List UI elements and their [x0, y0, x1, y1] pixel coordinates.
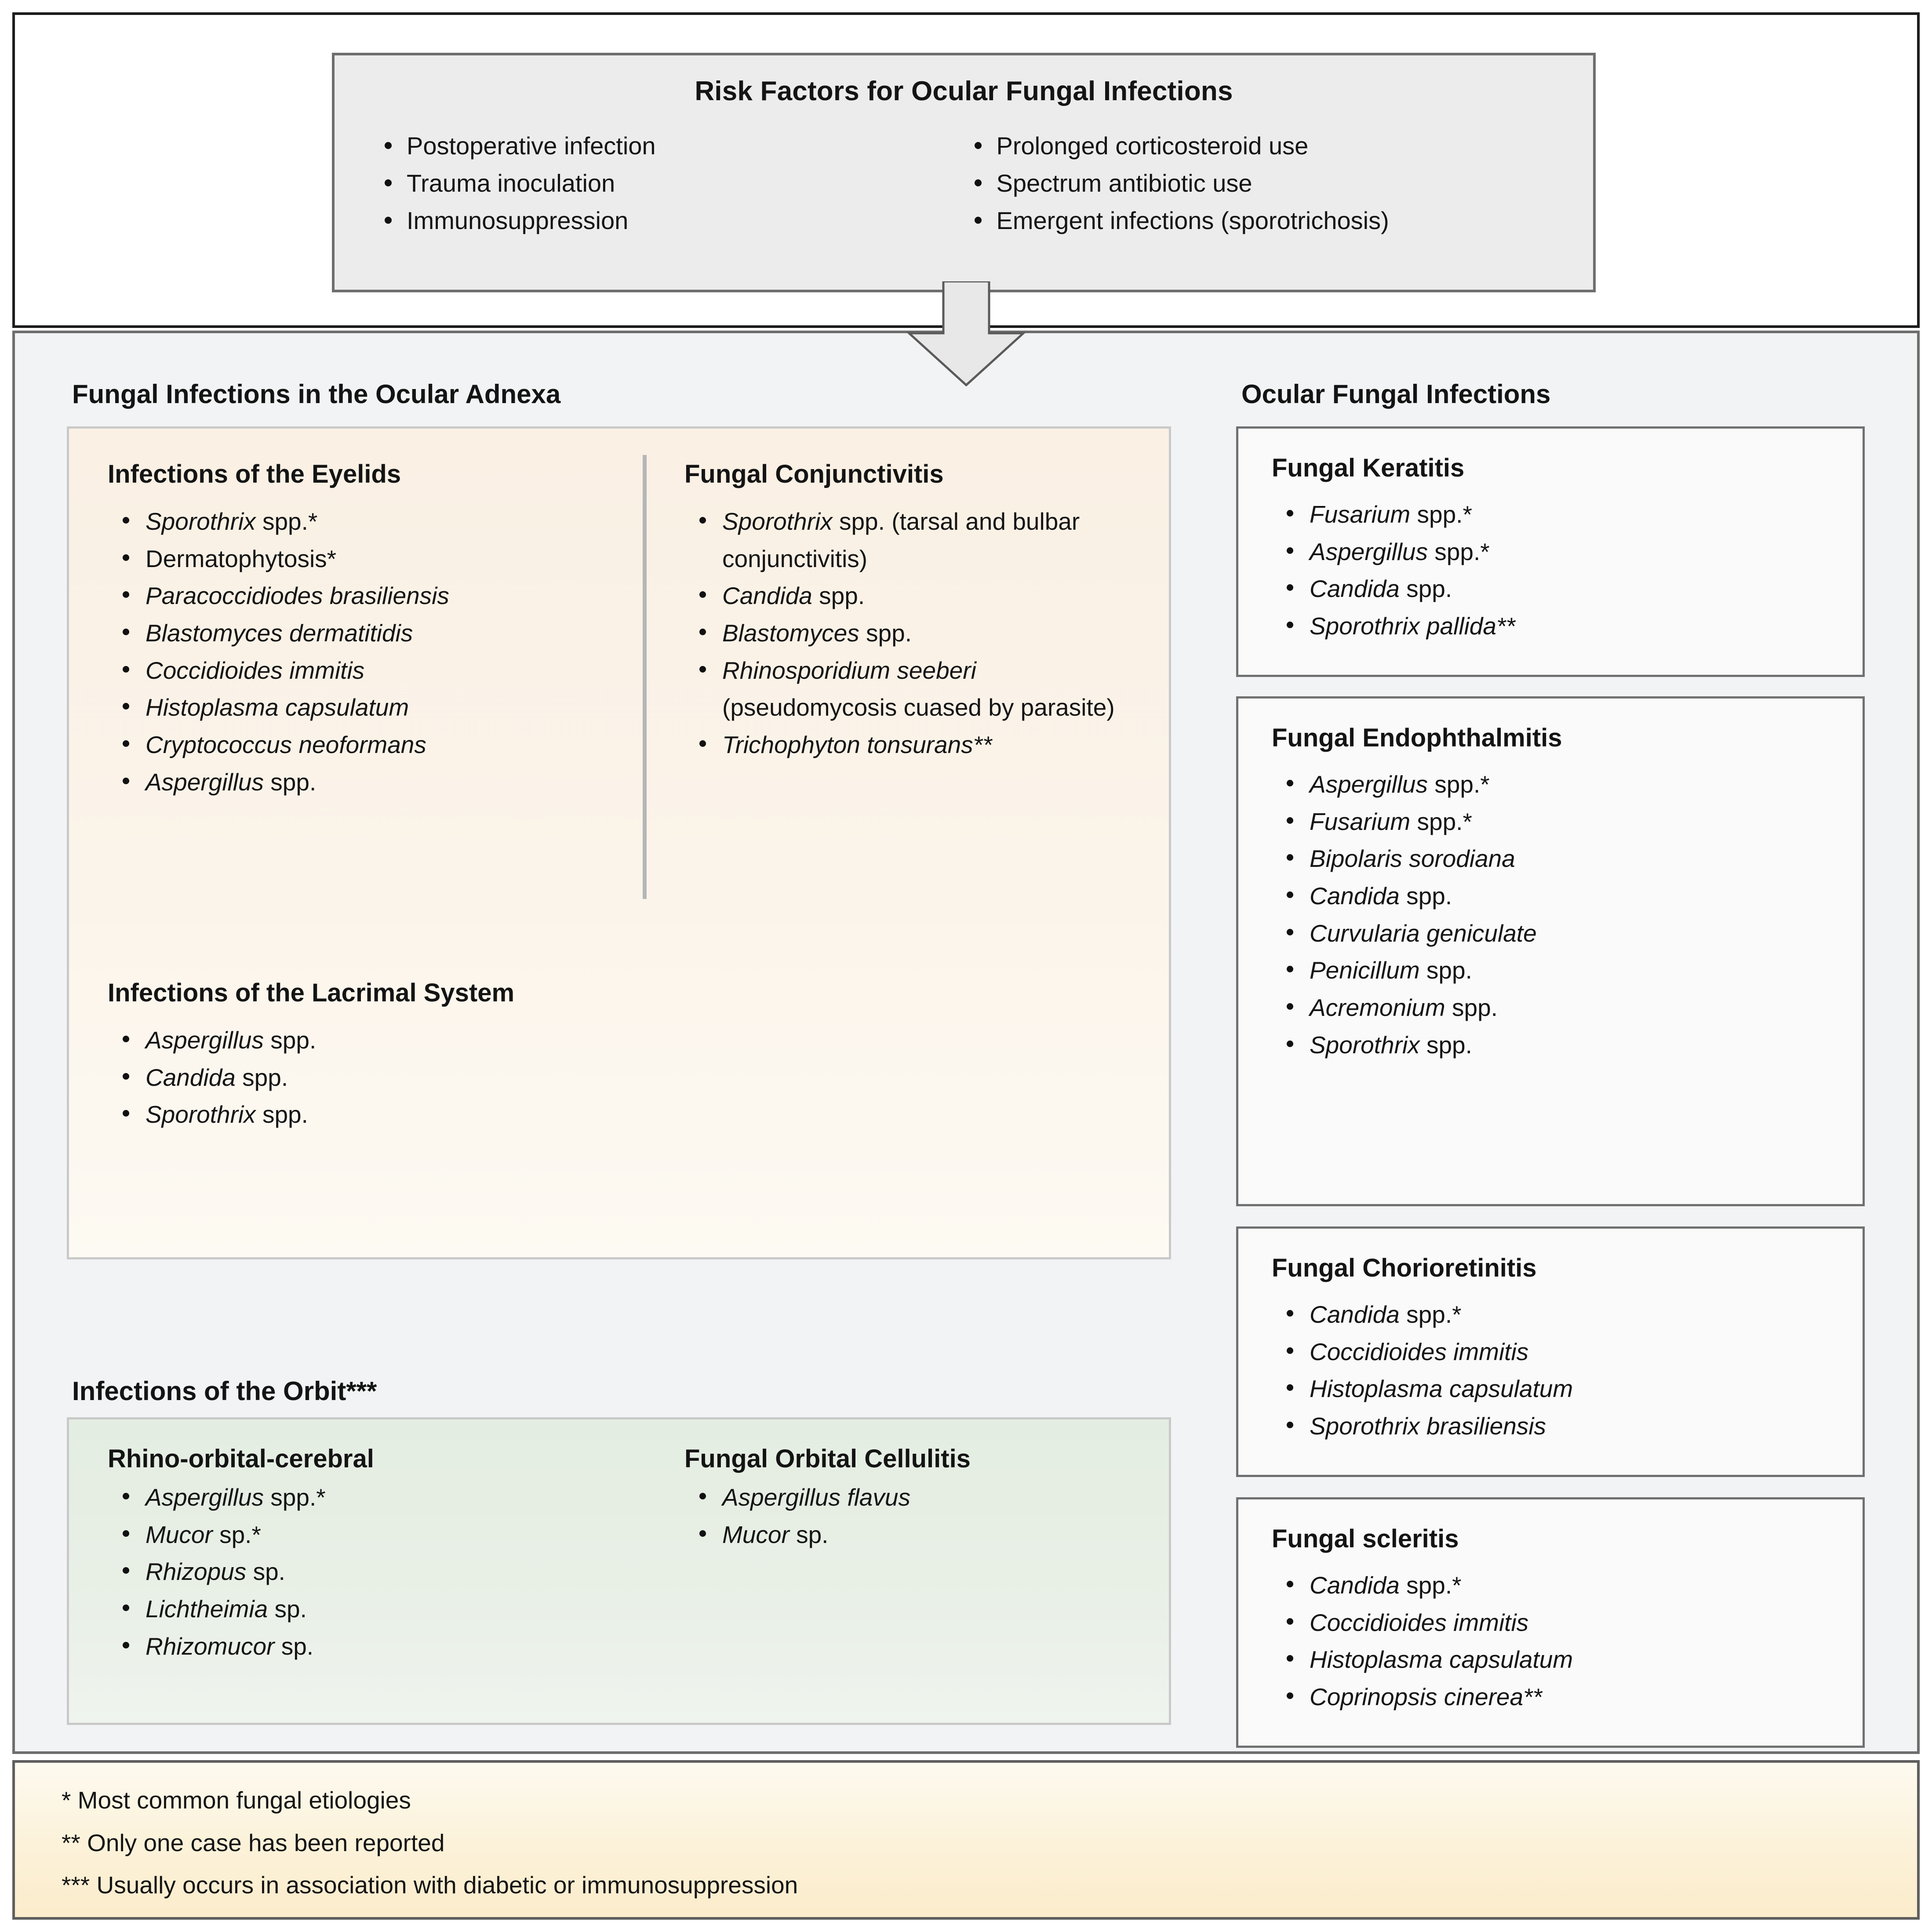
list-item: Histoplasma capsulatum [123, 689, 604, 726]
list-item: Mucor sp.* [123, 1516, 604, 1554]
endophthalmitis-title: Fungal Endophthalmitis [1272, 724, 1562, 752]
list-item: Curvularia geniculate [1287, 915, 1863, 952]
list-item: Aspergillus spp.* [1287, 533, 1863, 571]
list-item: Fusarium spp.* [1287, 496, 1863, 533]
orbital-cellulitis-section: Fungal Orbital Cellulitis Aspergillus fl… [684, 1444, 1137, 1553]
conjunctivitis-section: Fungal Conjunctivitis Sporothrix spp. (t… [684, 459, 1137, 764]
ocular-heading: Ocular Fungal Infections [1241, 379, 1551, 409]
list-item: Mucor sp. [699, 1516, 1137, 1554]
list-item: Aspergillus spp.* [1287, 766, 1863, 803]
column-divider [643, 455, 647, 899]
list-item: Cryptococcus neoformans [123, 726, 604, 764]
orbital-cellulitis-title: Fungal Orbital Cellulitis [684, 1444, 971, 1473]
list-item: Coccidioides immitis [1287, 1604, 1863, 1641]
list-item: Coccidioides immitis [1287, 1333, 1863, 1371]
adnexa-heading: Fungal Infections in the Ocular Adnexa [72, 379, 561, 409]
eyelids-title: Infections of the Eyelids [108, 460, 401, 488]
risk-factors-box: Risk Factors for Ocular Fungal Infection… [332, 53, 1596, 292]
list-item: Emergent infections (sporotrichosis) [974, 202, 1554, 239]
list-item: Candida spp. [1287, 877, 1863, 915]
conjunctivitis-list: Sporothrix spp. (tarsal and bulbar conju… [684, 503, 1137, 764]
list-item: Paracoccidiodes brasiliensis [123, 577, 604, 615]
list-item: Coccidioides immitis [123, 652, 604, 689]
footnote-line: *** Usually occurs in association with d… [62, 1871, 798, 1899]
lacrimal-title: Infections of the Lacrimal System [108, 979, 515, 1007]
list-item: Dermatophytosis* [123, 540, 604, 578]
list-item: Candida spp. [1287, 570, 1863, 608]
list-item: Fusarium spp.* [1287, 803, 1863, 840]
list-item: Candida spp. [699, 577, 1137, 615]
list-item: Aspergillus flavus [699, 1479, 1137, 1516]
conjunctivitis-title: Fungal Conjunctivitis [684, 460, 944, 488]
list-item: Sporothrix pallida** [1287, 608, 1863, 645]
endophthalmitis-list: Aspergillus spp.*Fusarium spp.*Bipolaris… [1272, 766, 1863, 1064]
list-item: Prolonged corticosteroid use [974, 127, 1554, 164]
list-item: Penicillum spp. [1287, 952, 1863, 989]
list-item: Sporothrix spp. [123, 1096, 604, 1133]
list-item: Sporothrix spp. [1287, 1026, 1863, 1064]
chorioretinitis-box: Fungal Chorioretinitis Candida spp.*Cocc… [1236, 1226, 1865, 1477]
footnote-line: ** Only one case has been reported [62, 1829, 445, 1856]
list-item: Sporothrix spp. (tarsal and bulbar conju… [699, 503, 1137, 577]
list-item: Rhinosporidium seeberi (pseudomycosis cu… [699, 652, 1137, 726]
list-item: Aspergillus spp. [123, 1022, 604, 1059]
list-item: Blastomyces dermatitidis [123, 615, 604, 652]
scleritis-title: Fungal scleritis [1272, 1524, 1459, 1553]
list-item: Aspergillus spp. [123, 764, 604, 801]
rhino-list: Aspergillus spp.*Mucor sp.*Rhizopus sp.L… [108, 1479, 604, 1665]
keratitis-title: Fungal Keratitis [1272, 454, 1465, 482]
keratitis-box: Fungal Keratitis Fusarium spp.*Aspergill… [1236, 426, 1865, 677]
list-item: Bipolaris sorodiana [1287, 840, 1863, 877]
list-item: Sporothrix brasiliensis [1287, 1408, 1863, 1445]
risk-factors-title: Risk Factors for Ocular Fungal Infection… [695, 76, 1233, 106]
rhino-title: Rhino-orbital-cerebral [108, 1444, 374, 1473]
risk-factors-right-column: Prolonged corticosteroid use Spectrum an… [964, 127, 1554, 239]
lacrimal-section: Infections of the Lacrimal System Asperg… [108, 978, 604, 1133]
list-item: Trauma inoculation [385, 164, 964, 202]
chorioretinitis-title: Fungal Chorioretinitis [1272, 1254, 1537, 1282]
down-arrow-icon [906, 281, 1026, 387]
risk-factors-columns: Postoperative infection Trauma inoculati… [335, 127, 1593, 239]
footnote-line: * Most common fungal etiologies [62, 1786, 411, 1814]
list-item: Immunosuppression [385, 202, 964, 239]
list-item: Candida spp. [123, 1059, 604, 1096]
risk-factors-left-column: Postoperative infection Trauma inoculati… [374, 127, 964, 239]
list-item: Candida spp.* [1287, 1296, 1863, 1333]
list-item: Sporothrix spp.* [123, 503, 604, 540]
adnexa-box: Infections of the Eyelids Sporothrix spp… [67, 426, 1171, 1259]
list-item: Spectrum antibiotic use [974, 164, 1554, 202]
endophthalmitis-box: Fungal Endophthalmitis Aspergillus spp.*… [1236, 696, 1865, 1206]
list-item: Acremonium spp. [1287, 989, 1863, 1026]
eyelids-section: Infections of the Eyelids Sporothrix spp… [108, 459, 604, 801]
orbit-heading: Infections of the Orbit*** [72, 1376, 377, 1406]
eyelids-list: Sporothrix spp.*Dermatophytosis*Paracocc… [108, 503, 604, 801]
list-item: Histoplasma capsulatum [1287, 1370, 1863, 1408]
lacrimal-list: Aspergillus spp.Candida spp.Sporothrix s… [108, 1022, 604, 1133]
list-item: Postoperative infection [385, 127, 964, 164]
list-item: Blastomyces spp. [699, 615, 1137, 652]
list-item: Histoplasma capsulatum [1287, 1641, 1863, 1678]
list-item: Aspergillus spp.* [123, 1479, 604, 1516]
orbit-box: Rhino-orbital-cerebral Aspergillus spp.*… [67, 1417, 1171, 1725]
list-item: Lichtheimia sp. [123, 1590, 604, 1628]
list-item: Candida spp.* [1287, 1567, 1863, 1604]
main-panel: Fungal Infections in the Ocular Adnexa O… [12, 331, 1920, 1754]
list-item: Trichophyton tonsurans** [699, 726, 1137, 764]
rhino-orbital-cerebral-section: Rhino-orbital-cerebral Aspergillus spp.*… [108, 1444, 604, 1665]
keratitis-list: Fusarium spp.*Aspergillus spp.*Candida s… [1272, 496, 1863, 645]
list-item: Rhizomucor sp. [123, 1628, 604, 1665]
list-item: Coprinopsis cinerea** [1287, 1678, 1863, 1716]
footnotes-box: * Most common fungal etiologies ** Only … [12, 1760, 1920, 1920]
scleritis-box: Fungal scleritis Candida spp.*Coccidioid… [1236, 1497, 1865, 1748]
list-item: Rhizopus sp. [123, 1553, 604, 1590]
